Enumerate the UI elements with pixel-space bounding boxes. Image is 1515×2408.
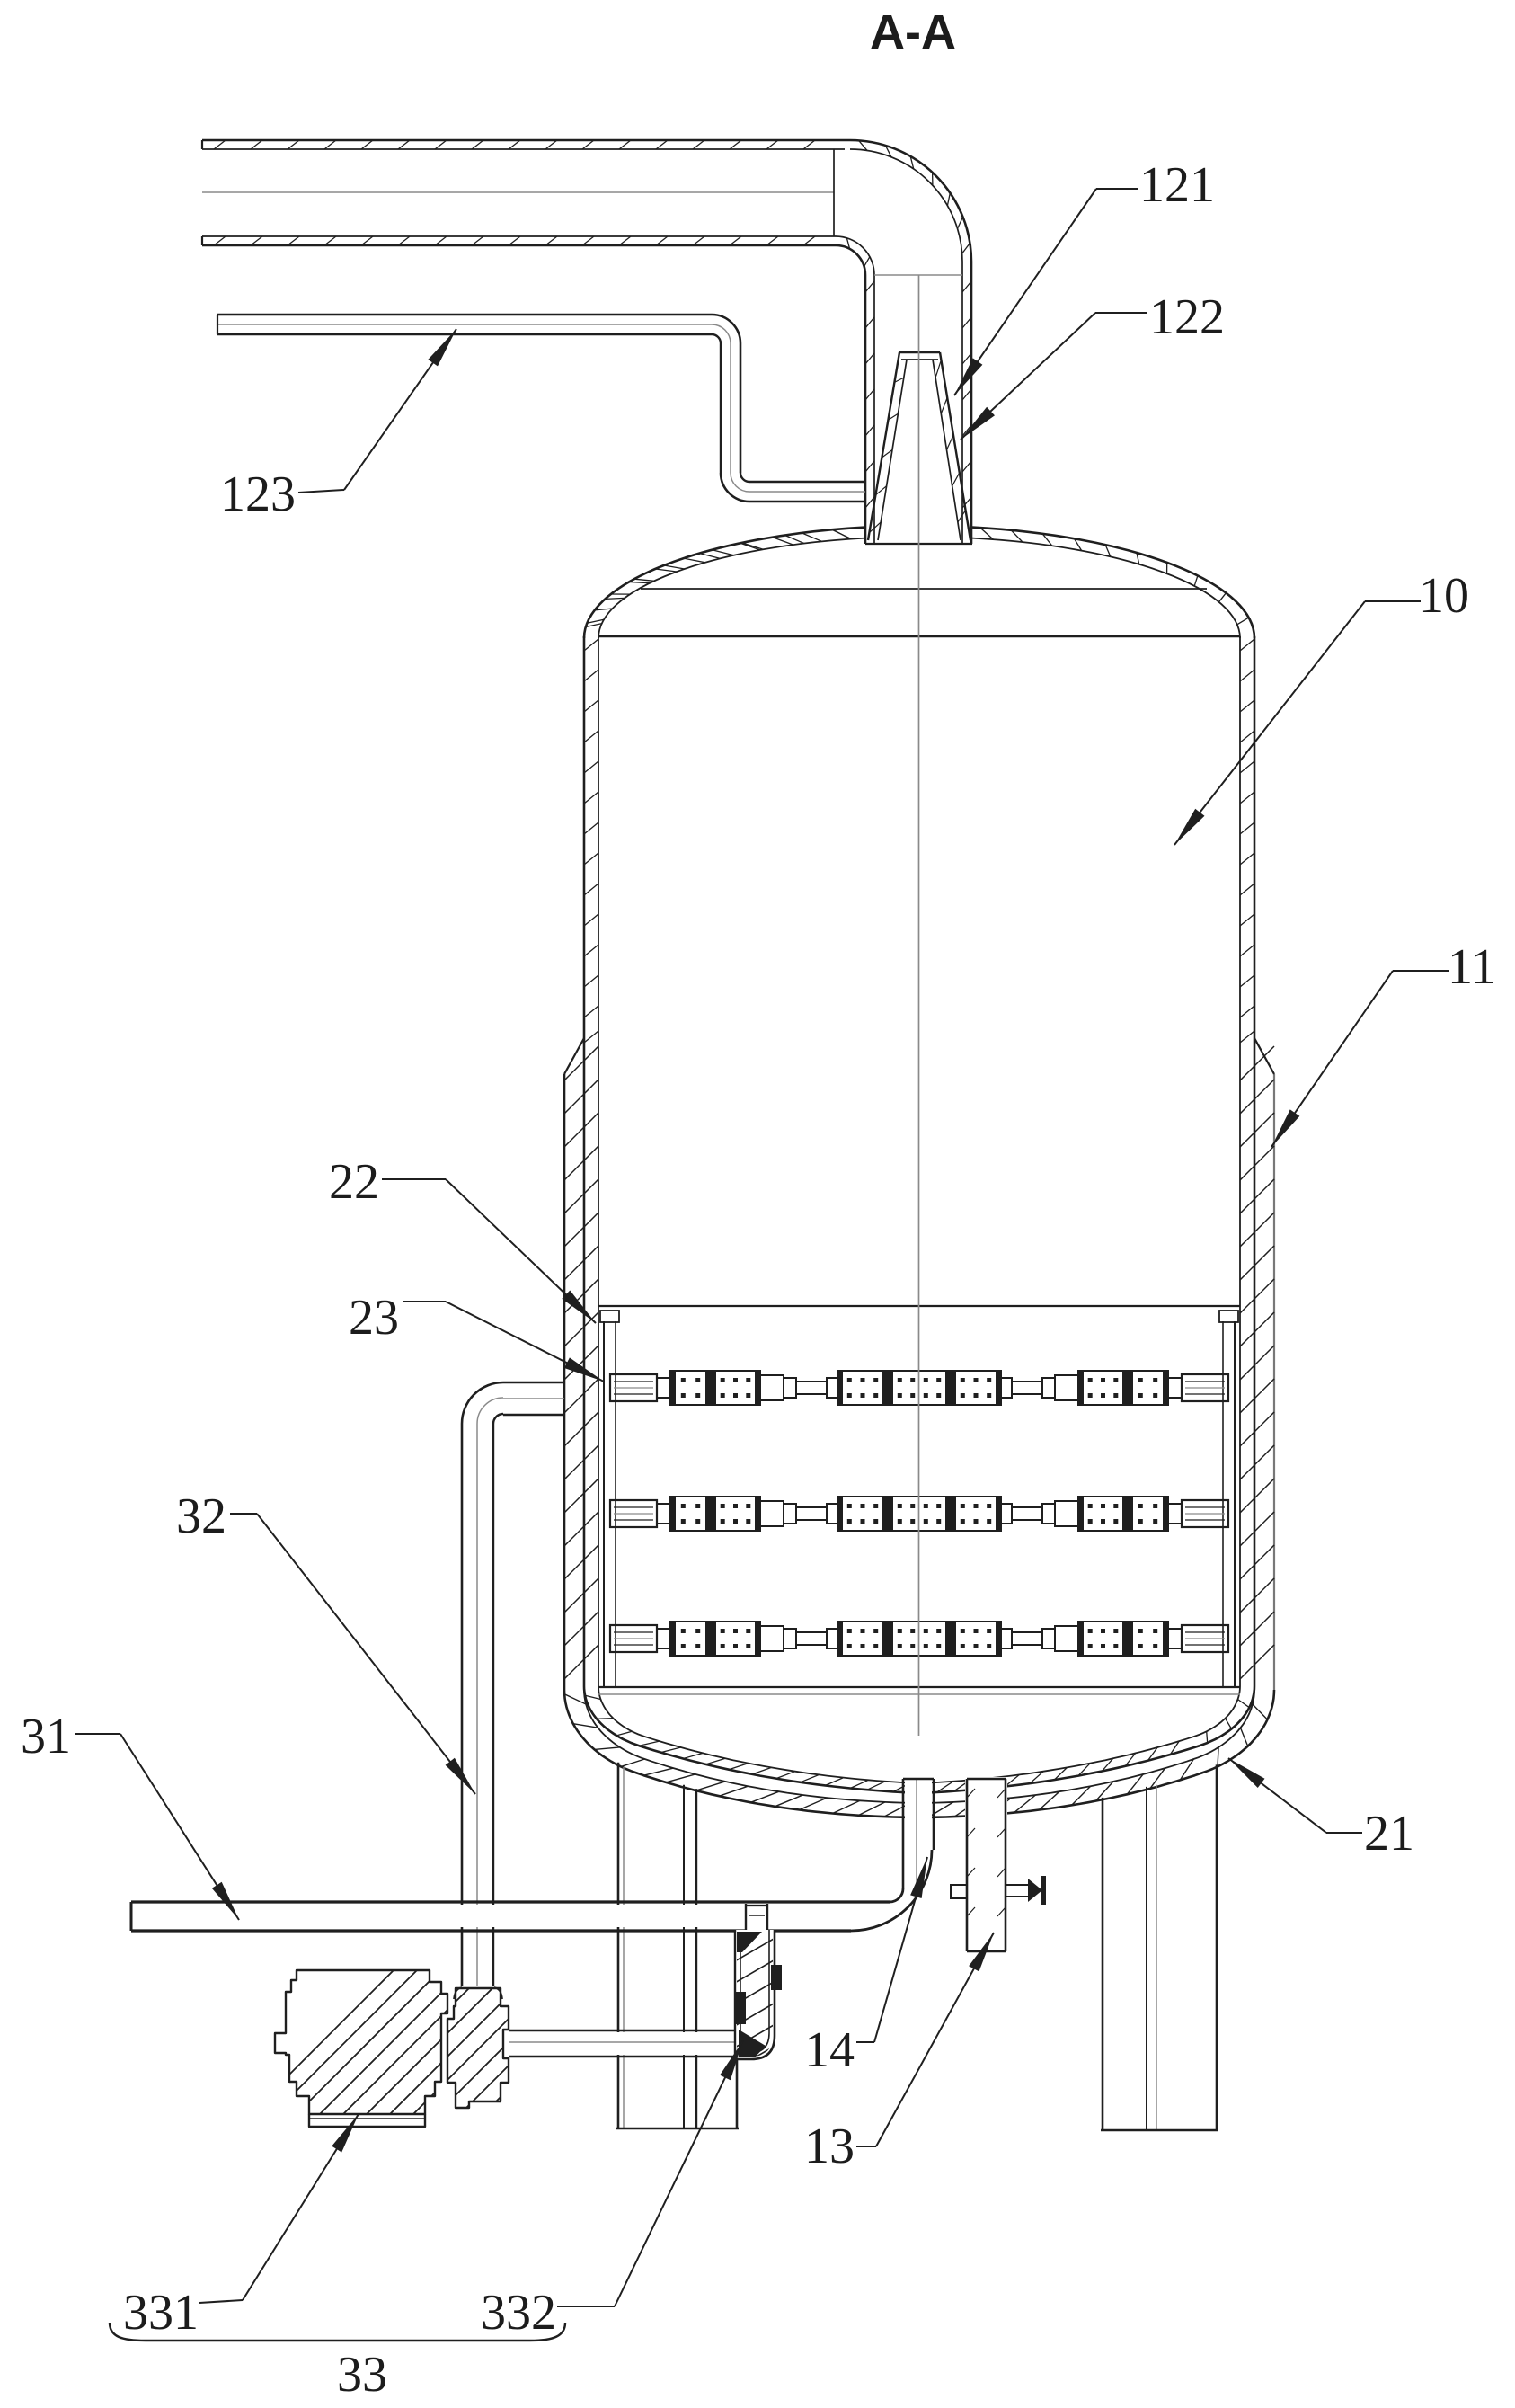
svg-text:122: 122 [1149,289,1225,345]
svg-text:32: 32 [176,1488,226,1544]
svg-text:13: 13 [804,2119,855,2174]
svg-text:23: 23 [349,1290,399,1346]
svg-text:21: 21 [1364,1806,1414,1862]
svg-text:A-A: A-A [870,5,956,59]
svg-text:123: 123 [220,466,296,522]
svg-text:332: 332 [481,2285,556,2341]
svg-text:33: 33 [337,2347,387,2403]
svg-text:10: 10 [1419,568,1469,624]
svg-text:22: 22 [329,1154,379,1210]
svg-text:14: 14 [804,2022,855,2078]
svg-text:331: 331 [123,2285,199,2341]
svg-text:11: 11 [1448,939,1496,995]
svg-text:121: 121 [1139,157,1215,213]
svg-text:31: 31 [21,1709,71,1764]
